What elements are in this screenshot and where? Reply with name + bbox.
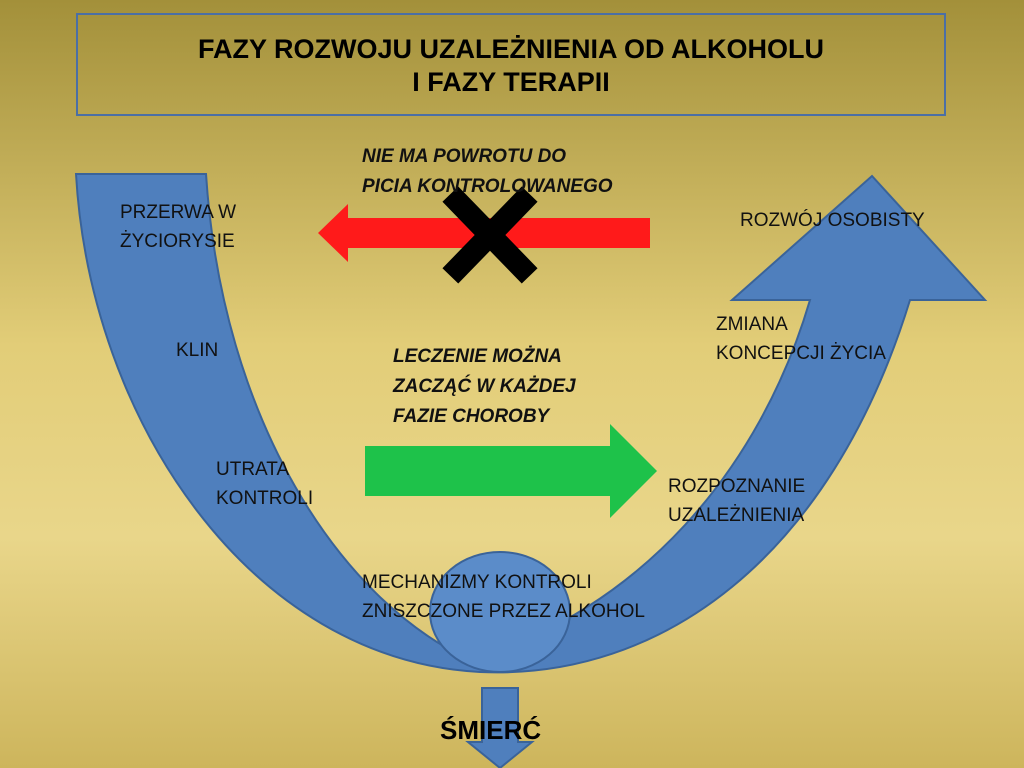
title-line-1: FAZY ROZWOJU UZALEŻNIENIA OD ALKOHOLU [198, 34, 824, 64]
treatment-label: LECZENIE MOŻNA ZACZĄĆ W KAŻDEJ FAZIE CHO… [393, 346, 576, 427]
label-break: PRZERWA W ŻYCIORYSIE [120, 202, 237, 252]
control-mechanisms-ellipse [429, 551, 571, 673]
death-label: ŚMIERĆ [440, 715, 542, 745]
label-life-concept-change: ZMIANA KONCEPCJI ŻYCIA [716, 314, 886, 364]
title-line-2: I FAZY TERAPII [412, 67, 610, 97]
label-personal-growth: ROZWÓJ OSOBISTY [740, 210, 925, 231]
label-wedge: KLIN [176, 340, 219, 361]
treatment-arrow [365, 424, 657, 518]
label-loss-of-control: UTRATA KONTROLI [216, 459, 314, 509]
death-arrow [465, 687, 535, 768]
label-recognition: ROZPOZNANIE UZALEŻNIENIA [668, 476, 806, 526]
cross-icon [442, 186, 538, 284]
label-control-mechanisms: MECHANIZMY KONTROLI ZNISZCZONE PRZEZ ALK… [362, 572, 645, 622]
u-arrow [74, 173, 988, 674]
title-box: FAZY ROZWOJU UZALEŻNIENIA OD ALKOHOLU I … [76, 13, 946, 116]
no-return-label: NIE MA POWROTU DO PICIA KONTROLOWANEGO [362, 146, 613, 197]
